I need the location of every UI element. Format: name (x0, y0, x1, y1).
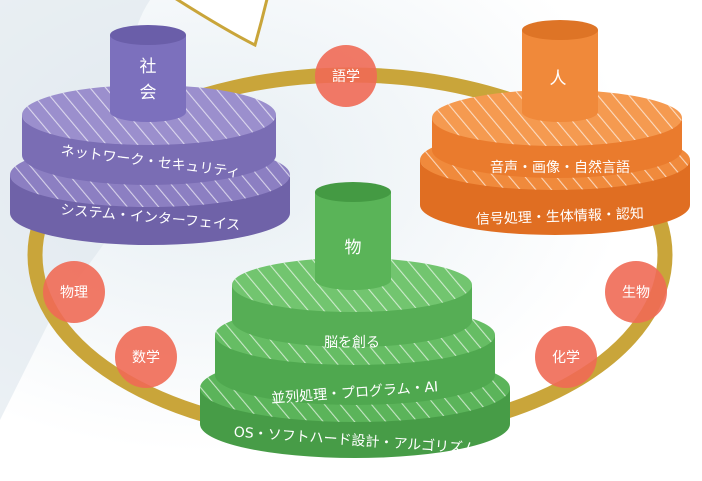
discipline-circle-linguistics (315, 45, 377, 107)
human-title: 人 (550, 69, 567, 89)
society-title-line1: 社 (140, 57, 157, 77)
discipline-circle-mathematics (115, 326, 177, 388)
discipline-circle-physics (43, 261, 105, 323)
matter-tier-create-brain: 脳を創る (324, 335, 380, 351)
discipline-circle-biology (605, 261, 667, 323)
matter-title: 物 (345, 238, 362, 258)
society-stack (10, 25, 290, 245)
discipline-physics-label: 物理 (60, 285, 88, 301)
human-stack (420, 20, 690, 235)
matter-stack (200, 182, 510, 458)
discipline-linguistics-label: 語学 (332, 69, 360, 85)
discipline-chemistry-label: 化学 (552, 350, 580, 366)
discipline-circle-chemistry (535, 326, 597, 388)
society-title-line2: 会 (140, 83, 157, 103)
human-tier-speech-image-language: 音声・画像・自然言語 (490, 159, 630, 176)
discipline-mathematics-label: 数学 (132, 350, 160, 366)
discipline-biology-label: 生物 (622, 285, 650, 301)
human-tier-signal-bio-cognition: 信号処理・生体情報・認知 (476, 205, 644, 228)
speech-bubble-tail (175, 0, 269, 48)
